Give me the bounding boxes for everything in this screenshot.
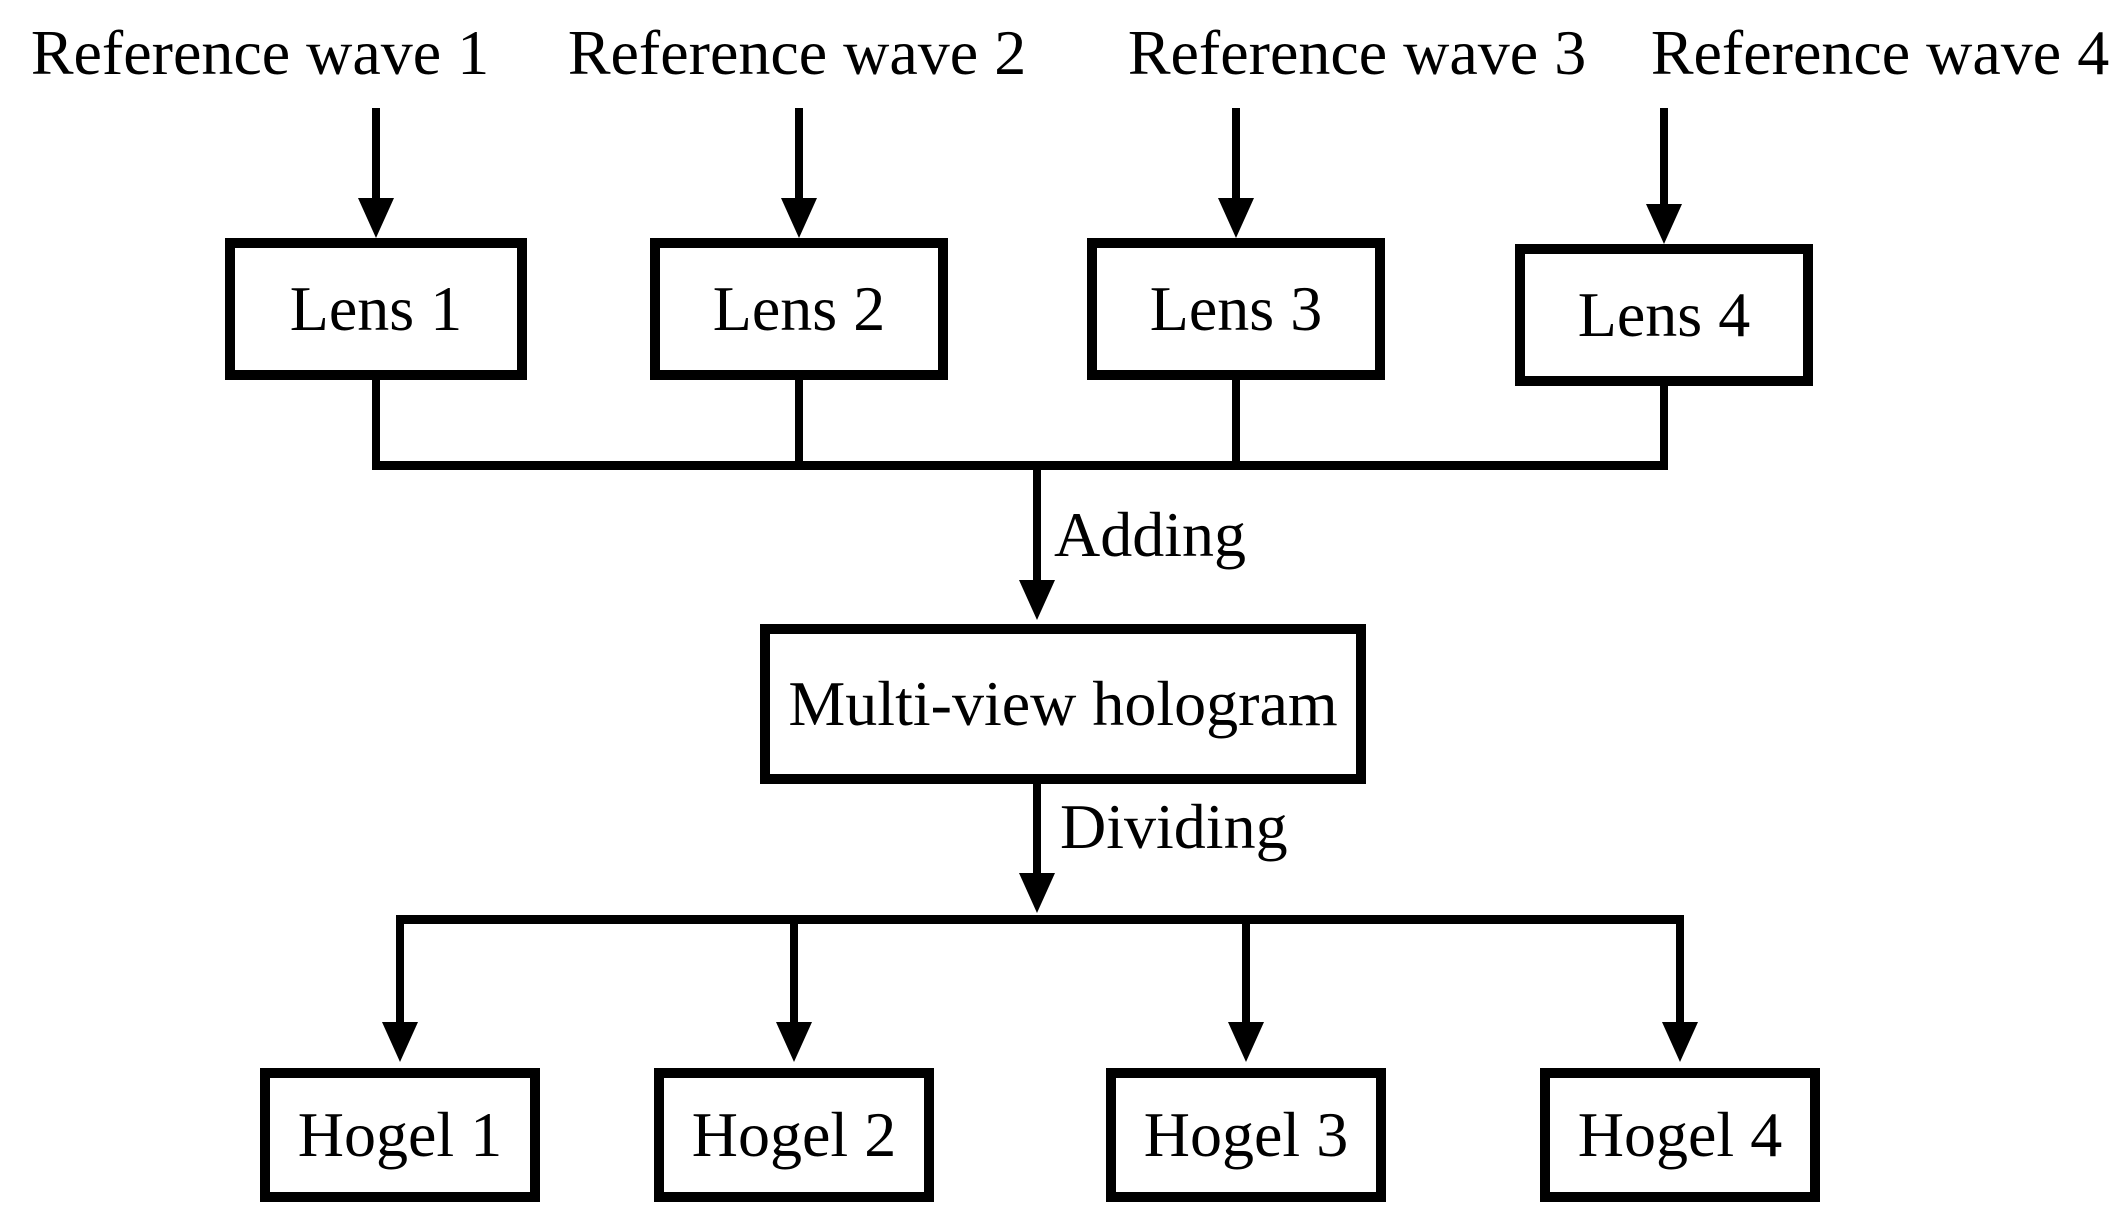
arrow-shaft-hogel1 <box>396 920 404 1030</box>
multi-view-hologram-label: Multi-view hologram <box>788 668 1338 739</box>
arrow-shaft-refwave4 <box>1660 108 1668 211</box>
lens-3-box: Lens 3 <box>1087 238 1385 380</box>
connector-lens2-bus <box>795 374 803 465</box>
reference-wave-3-label: Reference wave 3 <box>1127 17 1587 88</box>
arrow-shaft-adding <box>1033 466 1041 586</box>
arrow-shaft-refwave2 <box>795 108 803 205</box>
connector-lens4-bus <box>1660 380 1668 465</box>
arrow-down-head-icon <box>1218 198 1254 238</box>
hogel-3-label: Hogel 3 <box>1143 1099 1349 1170</box>
lens-2-label: Lens 2 <box>712 273 886 344</box>
arrow-shaft-refwave3 <box>1232 108 1240 205</box>
lens-4-box: Lens 4 <box>1515 244 1813 386</box>
arrow-down-head-icon <box>1019 873 1055 913</box>
arrow-shaft-hogel2 <box>790 920 798 1030</box>
arrow-down-head-icon <box>358 198 394 238</box>
hogel-4-box: Hogel 4 <box>1540 1068 1820 1202</box>
arrow-shaft-dividing <box>1033 784 1041 880</box>
hogel-3-box: Hogel 3 <box>1106 1068 1386 1202</box>
lens-2-box: Lens 2 <box>650 238 948 380</box>
arrow-down-head-icon <box>1228 1022 1264 1062</box>
lens-1-label: Lens 1 <box>289 273 463 344</box>
arrow-down-head-icon <box>776 1022 812 1062</box>
arrow-shaft-refwave1 <box>372 108 380 205</box>
arrow-down-head-icon <box>1019 580 1055 620</box>
reference-wave-2-label: Reference wave 2 <box>567 17 1027 88</box>
hogel-1-label: Hogel 1 <box>297 1099 503 1170</box>
reference-wave-4-label: Reference wave 4 <box>1650 17 2110 88</box>
arrow-down-head-icon <box>781 198 817 238</box>
arrow-down-head-icon <box>1662 1022 1698 1062</box>
connector-lens3-bus <box>1232 374 1240 465</box>
hogel-2-label: Hogel 2 <box>691 1099 897 1170</box>
lens-1-box: Lens 1 <box>225 238 527 380</box>
adding-label: Adding <box>1054 499 1246 570</box>
dividing-bus-line <box>396 915 1684 924</box>
arrow-shaft-hogel4 <box>1676 920 1684 1030</box>
connector-lens1-bus <box>372 374 380 465</box>
lens-4-label: Lens 4 <box>1577 279 1751 350</box>
hogel-1-box: Hogel 1 <box>260 1068 540 1202</box>
multi-view-hologram-box: Multi-view hologram <box>760 624 1366 784</box>
adding-bus-line <box>372 461 1668 470</box>
reference-wave-1-label: Reference wave 1 <box>30 17 490 88</box>
arrow-shaft-hogel3 <box>1242 920 1250 1030</box>
hogel-2-box: Hogel 2 <box>654 1068 934 1202</box>
arrow-down-head-icon <box>1646 204 1682 244</box>
lens-3-label: Lens 3 <box>1149 273 1323 344</box>
dividing-label: Dividing <box>1060 791 1288 862</box>
arrow-down-head-icon <box>382 1022 418 1062</box>
hogel-4-label: Hogel 4 <box>1577 1099 1783 1170</box>
